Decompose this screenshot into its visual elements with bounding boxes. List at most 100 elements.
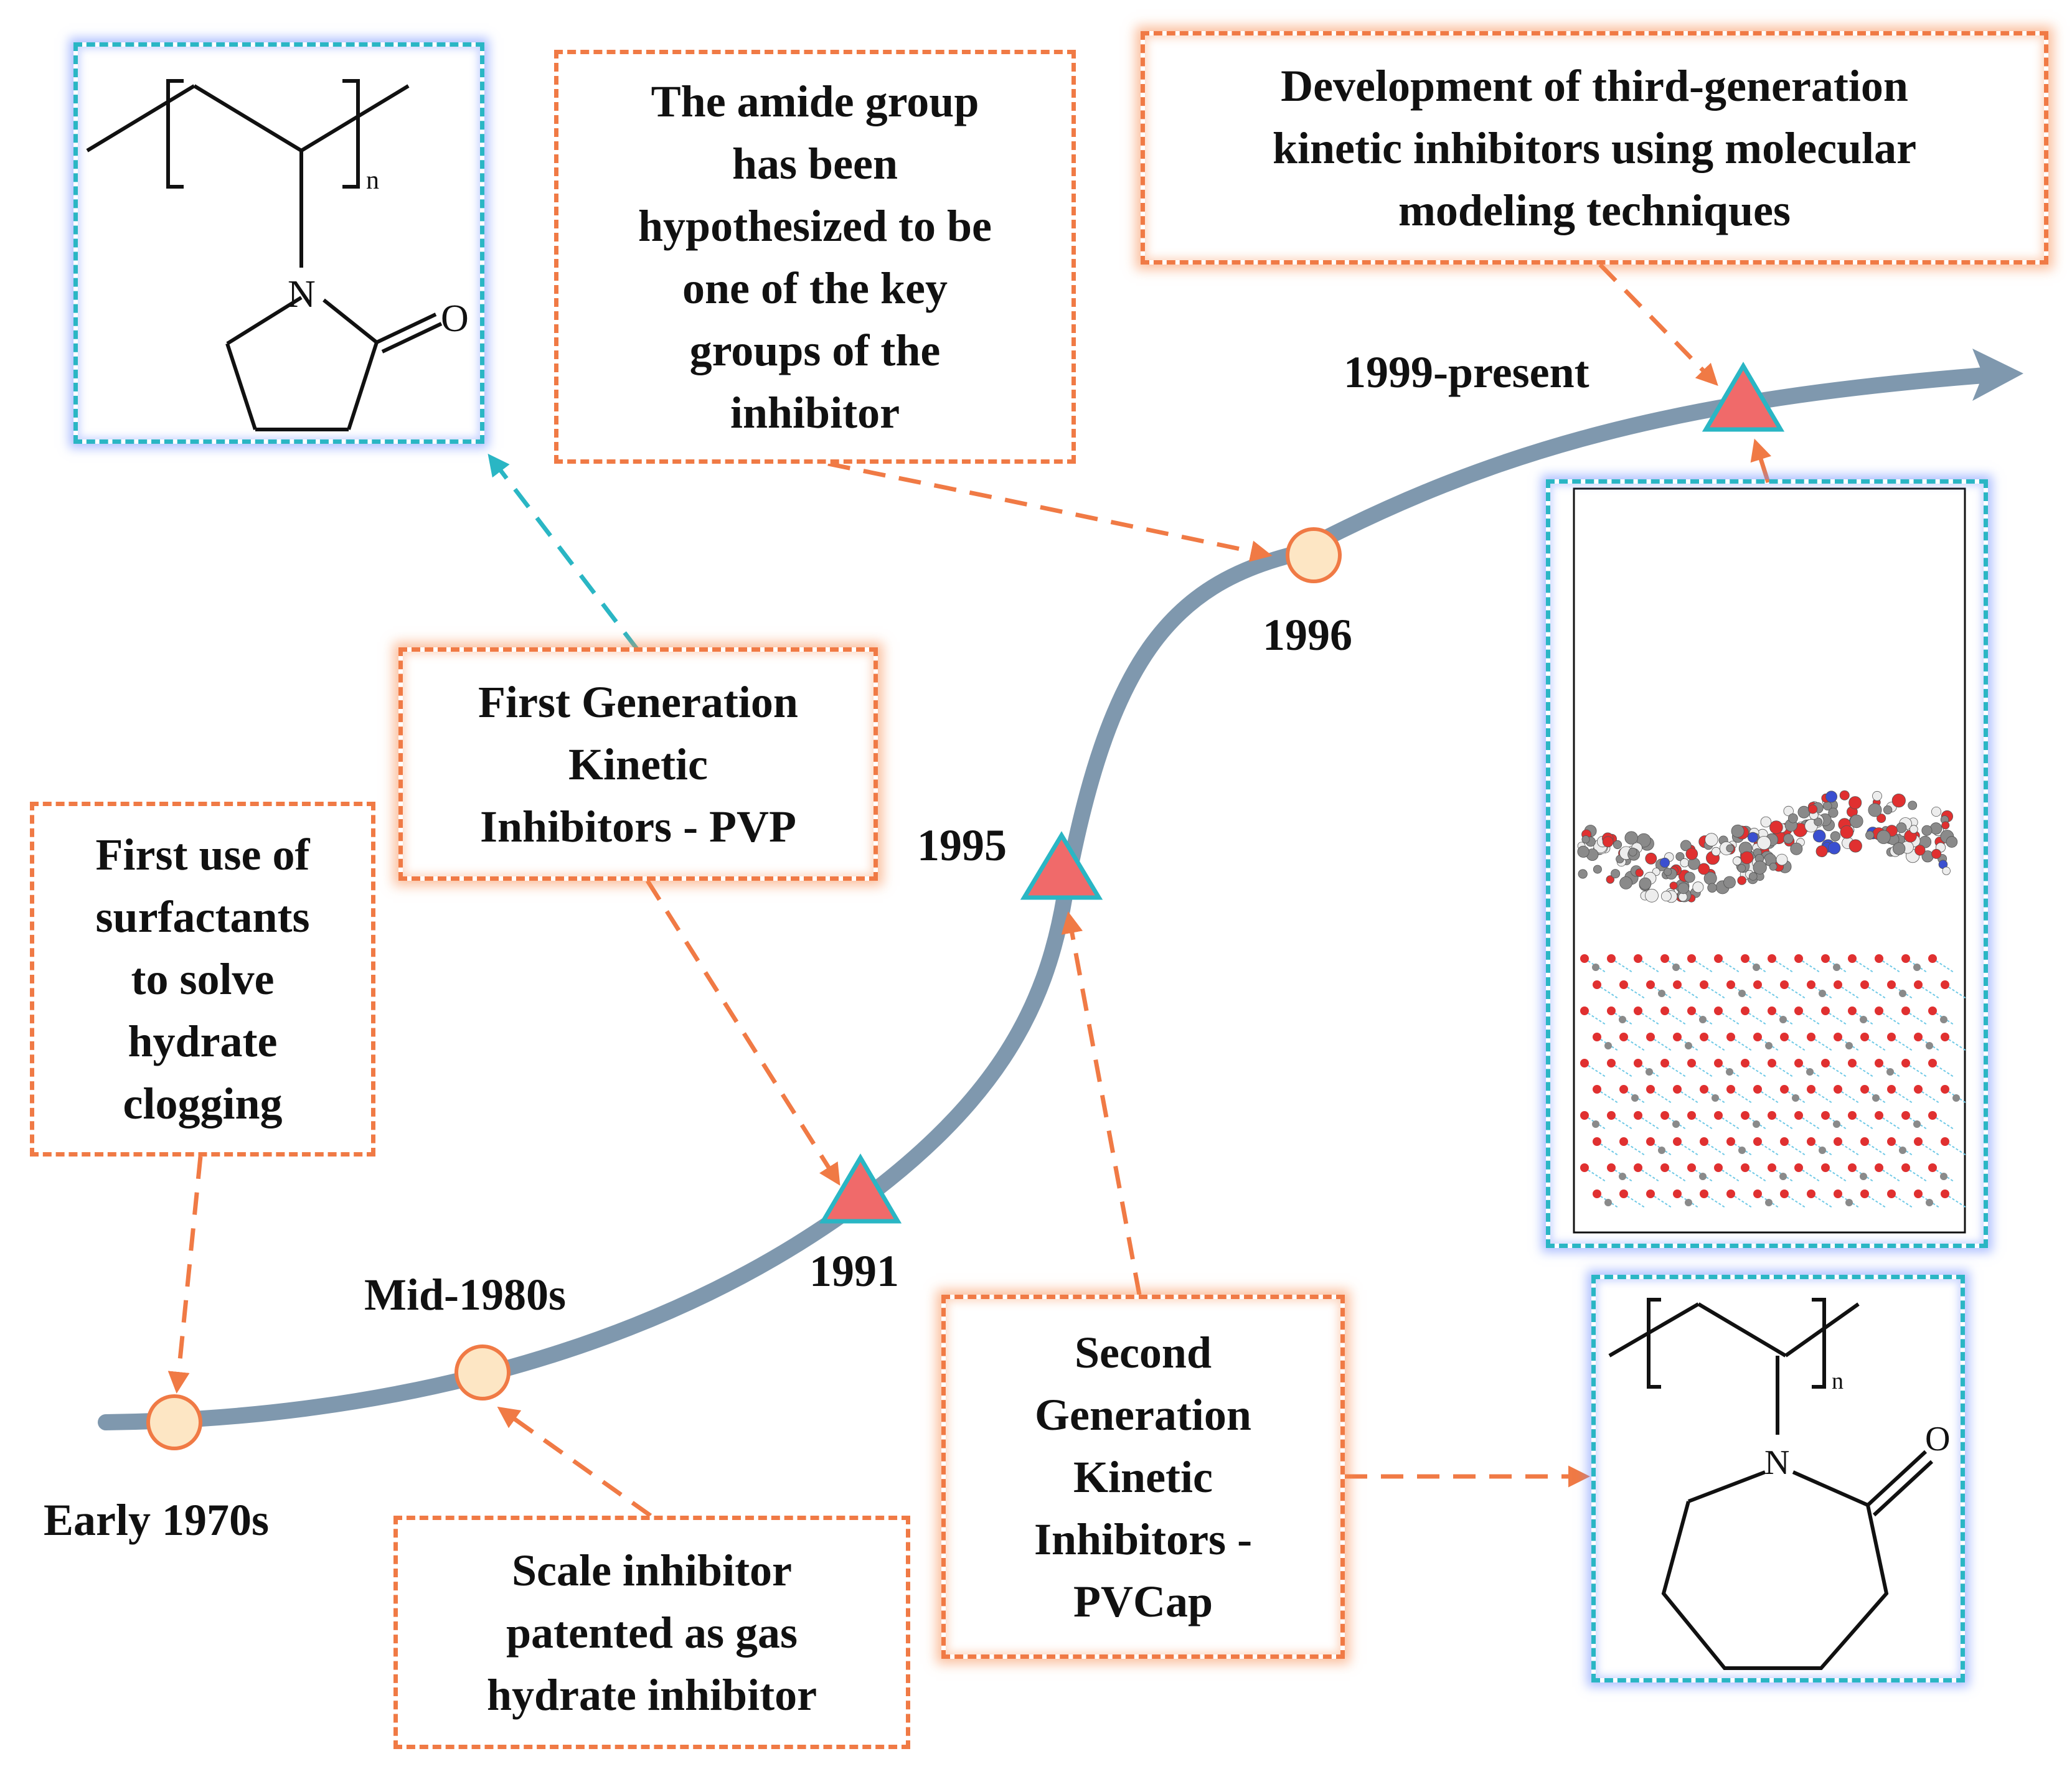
water-oxygen (1941, 1190, 1949, 1198)
water-oxygen (1780, 1085, 1789, 1094)
polymer-atom (1892, 842, 1906, 855)
water-oxygen (1941, 980, 1949, 989)
polymer-atom (1698, 863, 1710, 875)
water-oxygen (1875, 954, 1883, 963)
water-oxygen (1700, 980, 1708, 989)
polymer-atom (1645, 888, 1659, 903)
polymer-atom (1825, 791, 1837, 803)
water-oxygen (1794, 954, 1803, 963)
water-oxygen (1780, 1190, 1789, 1198)
guest-molecule (1765, 1199, 1773, 1206)
water-oxygen (1700, 1190, 1708, 1198)
polymer-atom (1787, 813, 1798, 824)
water-oxygen (1780, 1033, 1789, 1041)
milestone-1999 (1702, 362, 1785, 432)
polymer-atom (1783, 833, 1794, 844)
polymer-atom (1680, 840, 1692, 852)
water-oxygen (1593, 1033, 1601, 1041)
water-oxygen (1807, 1137, 1815, 1146)
first-gen-line: First Generation (478, 677, 798, 727)
water-oxygen (1887, 1085, 1896, 1094)
polymer-atom (1910, 825, 1918, 833)
guest-molecule (1886, 1068, 1894, 1076)
guest-molecule (1792, 1094, 1799, 1102)
polymer-atom (1602, 836, 1614, 848)
amide-line: hypothesized to be (638, 200, 992, 251)
first-gen-line: Kinetic (568, 739, 708, 789)
water-oxygen (1714, 1059, 1723, 1068)
water-oxygen (1634, 1111, 1642, 1120)
water-oxygen (1807, 1033, 1815, 1041)
polymer-atom (1753, 860, 1767, 875)
water-oxygen (1901, 1111, 1910, 1120)
guest-molecule (1899, 1147, 1906, 1154)
water-oxygen (1660, 1111, 1669, 1120)
water-oxygen (1646, 1085, 1655, 1094)
polymer-atom (1776, 853, 1788, 866)
water-oxygen (1834, 1085, 1842, 1094)
water-oxygen (1714, 954, 1723, 963)
guest-molecule (1631, 1094, 1639, 1102)
simulation-frame (1546, 479, 1988, 1248)
connector-amide (827, 461, 1273, 562)
scale-line: hydrate inhibitor (486, 1669, 817, 1720)
guest-molecule (1860, 1016, 1867, 1023)
milestone-1995 (1020, 831, 1103, 900)
water-oxygen (1848, 1163, 1857, 1172)
first-use-box: First use of surfactants to solve hydrat… (30, 802, 375, 1157)
water-oxygen (1928, 954, 1937, 963)
polymer-atom (1692, 881, 1704, 893)
amide-box: The amide group has been hypothesized to… (554, 50, 1076, 464)
polymer-atom (1628, 847, 1637, 856)
pvcap-structure-frame (1591, 1275, 1965, 1682)
pvp-subscript: n (366, 166, 379, 195)
water-oxygen (1673, 1085, 1682, 1094)
amide-line: inhibitor (730, 387, 900, 438)
guest-molecule (1646, 1068, 1653, 1076)
polymer-atom (1749, 872, 1758, 881)
water-oxygen (1634, 954, 1642, 963)
scale-line: Scale inhibitor (511, 1545, 793, 1595)
polymer-atom (1865, 830, 1875, 840)
water-oxygen (1875, 1059, 1883, 1068)
polymer-atom (1726, 844, 1735, 853)
water-oxygen (1646, 1137, 1655, 1146)
second-gen-box: Second Generation Kinetic Inhibitors - P… (941, 1295, 1345, 1659)
second-gen-line: PVCap (1073, 1576, 1213, 1626)
second-gen-line: Kinetic (1073, 1452, 1213, 1502)
water-oxygen (1660, 1059, 1669, 1068)
polymer-atom (1659, 857, 1670, 868)
polymer-atom (1769, 863, 1778, 871)
guest-molecule (1672, 1120, 1680, 1128)
guest-molecule (1738, 990, 1746, 997)
polymer-atom (1872, 791, 1882, 801)
milestone-1996 (1286, 527, 1342, 583)
guest-molecule (1699, 1173, 1707, 1180)
water-oxygen (1687, 1163, 1696, 1172)
connector-scale (497, 1406, 652, 1518)
polymer-atom (1839, 790, 1850, 800)
guest-molecule (1685, 1199, 1692, 1206)
water-oxygen (1634, 1163, 1642, 1172)
water-oxygen (1673, 980, 1682, 989)
guest-molecule (1592, 1120, 1599, 1128)
water-oxygen (1753, 1190, 1762, 1198)
guest-molecule (1619, 1016, 1626, 1023)
guest-molecule (1672, 964, 1680, 971)
polymer-atom (1611, 869, 1621, 879)
polymer-atom (1723, 876, 1736, 889)
guest-molecule (1926, 1199, 1933, 1206)
pvp-structure-frame (73, 42, 484, 444)
water-oxygen (1660, 1163, 1669, 1172)
guest-molecule (1940, 1016, 1947, 1023)
polymer-atom (1850, 814, 1863, 828)
water-oxygen (1941, 1033, 1949, 1041)
water-oxygen (1753, 1085, 1762, 1094)
guest-molecule (1712, 1094, 1719, 1102)
guest-molecule (1699, 1016, 1707, 1023)
guest-molecule (1604, 1199, 1612, 1206)
first-use-line: to solve (131, 954, 275, 1004)
polymer-atom (1769, 820, 1783, 834)
polymer-atom (1914, 845, 1926, 856)
